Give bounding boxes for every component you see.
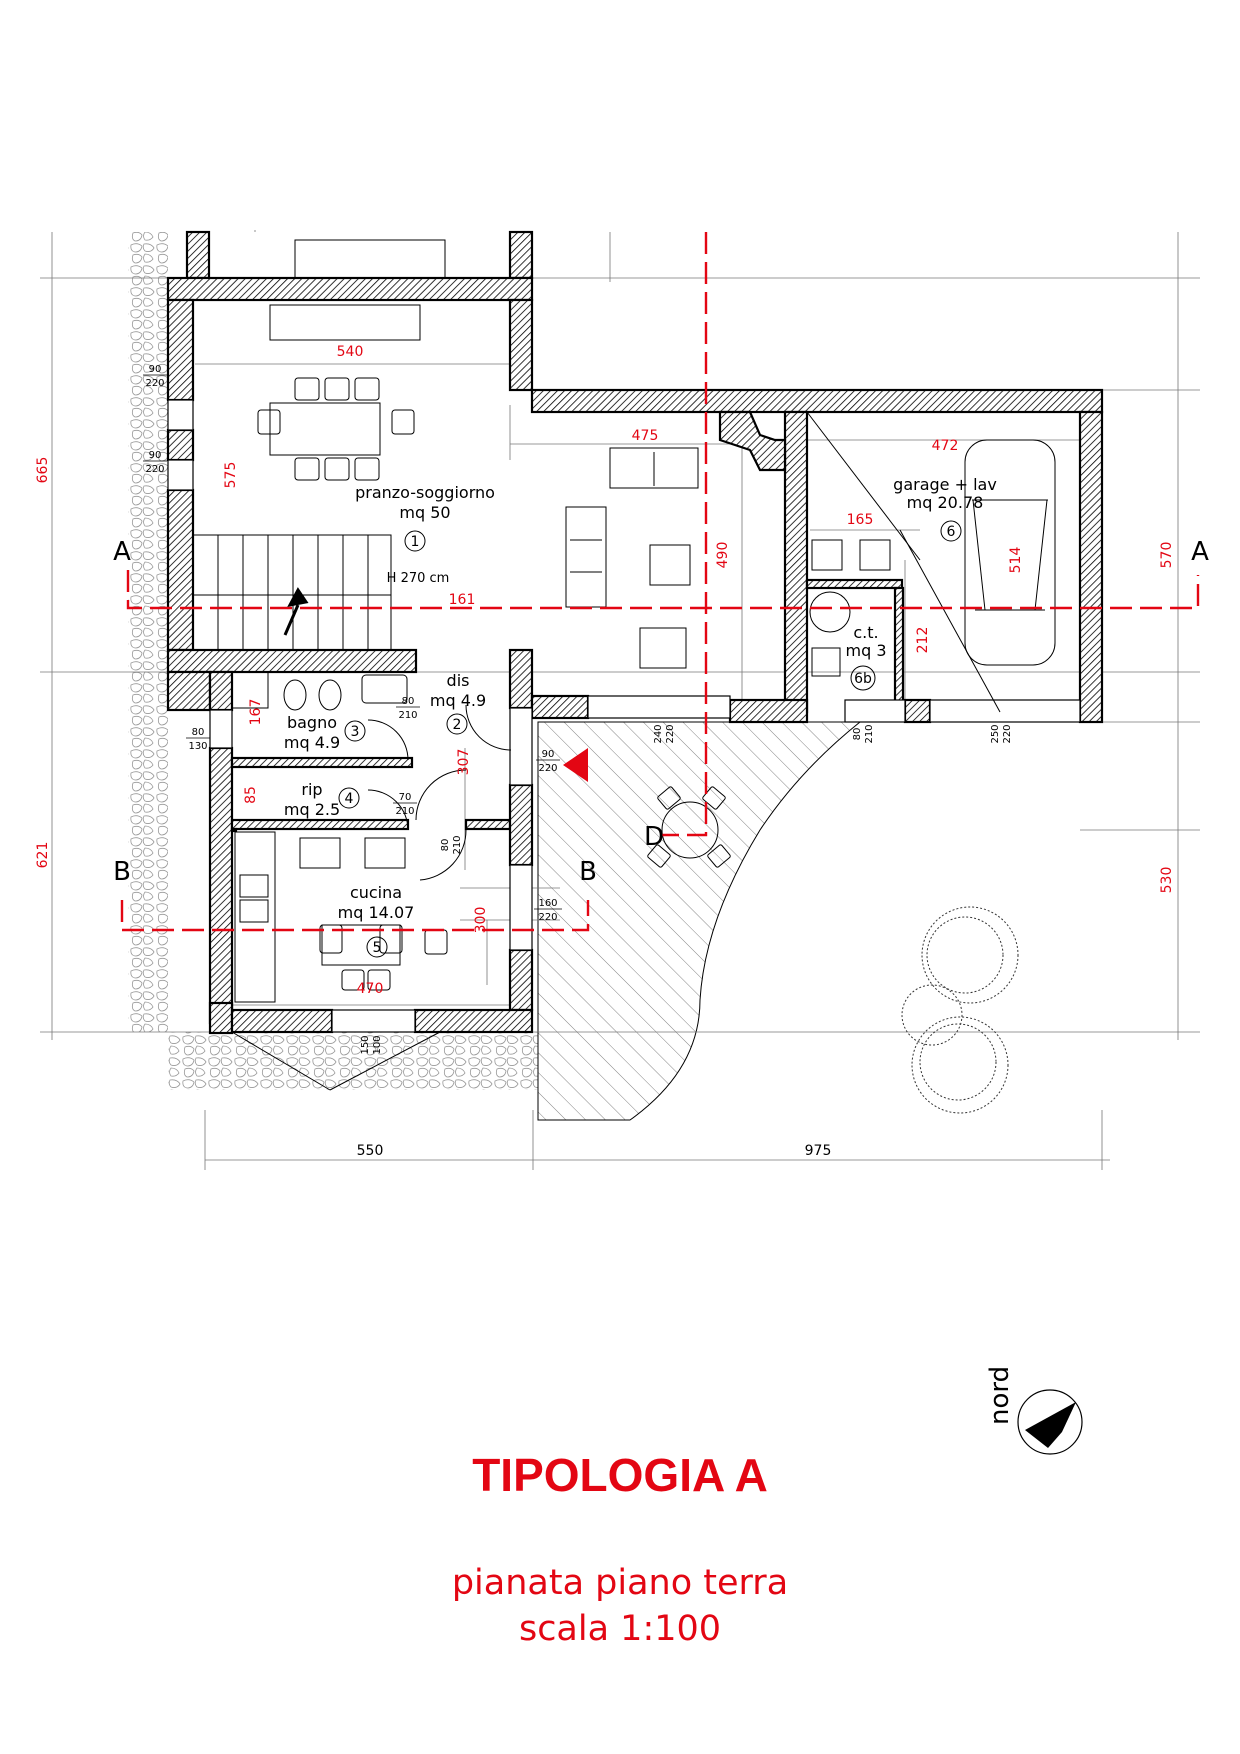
- opening-w: 90: [149, 450, 162, 461]
- stone-wall-bottom: [168, 1032, 538, 1090]
- room-bagno-area: mq 4.9: [284, 733, 340, 752]
- room-dis-name: dis: [447, 671, 470, 690]
- stone-wall-left: [128, 232, 168, 1032]
- room-number-circle: [366, 936, 388, 958]
- section-label-b-left: B: [113, 857, 131, 887]
- opening-w: 80: [852, 728, 863, 741]
- room-cucina-area: mq 14.07: [338, 903, 415, 922]
- room-number: 4: [345, 791, 354, 807]
- stair-arrow: [283, 587, 309, 636]
- drawing-subtitle: pianata piano terra: [451, 1563, 789, 1603]
- section-label-d: D: [644, 822, 664, 852]
- dim-307: 307: [456, 749, 472, 776]
- room-pranzo-name: pranzo-soggiorno: [355, 483, 495, 502]
- room-number-circle: [344, 720, 366, 742]
- dim-550: 550: [357, 1143, 384, 1159]
- opening-w: 70: [399, 792, 412, 803]
- dim-490: 490: [715, 542, 731, 569]
- tree-symbols: [901, 906, 1019, 1114]
- dim-621: 621: [35, 842, 51, 869]
- dim-575: 575: [223, 462, 239, 489]
- section-label-b-right: B: [579, 857, 597, 887]
- room-dis-area: mq 4.9: [430, 691, 486, 710]
- opening-h: 210: [452, 835, 463, 854]
- opening-h: 210: [864, 724, 875, 743]
- dim-212: 212: [915, 627, 931, 654]
- opening-h: 100: [372, 1035, 383, 1054]
- opening-w: 160: [538, 898, 557, 909]
- room-bagno-name: bagno: [287, 713, 337, 732]
- section-label-a-left: A: [113, 537, 131, 567]
- room-rip-area: mq 2.5: [284, 800, 340, 819]
- dim-300: 300: [473, 907, 489, 934]
- opening-h: 210: [395, 806, 414, 817]
- dim-540: 540: [337, 344, 364, 360]
- opening-h: 220: [665, 724, 676, 743]
- room-number: 1: [411, 534, 420, 550]
- furniture: [192, 239, 1056, 1091]
- north-circle: [1017, 1389, 1083, 1455]
- room-pranzo-height: H 270 cm: [387, 571, 450, 586]
- windows: [167, 399, 1081, 1033]
- room-number: 2: [453, 717, 462, 733]
- room-number: 5: [373, 940, 382, 956]
- room-number-circle: [404, 530, 426, 552]
- opening-h: 210: [398, 710, 417, 721]
- dim-470: 470: [357, 981, 384, 997]
- section-label-a-right: A: [1191, 537, 1209, 567]
- room-ct-area: mq 3: [845, 641, 886, 660]
- room-number-circle: [940, 520, 962, 542]
- dim-165: 165: [847, 512, 874, 528]
- opening-w: 90: [149, 364, 162, 375]
- room-number: 6b: [854, 671, 872, 687]
- room-number: 3: [351, 724, 360, 740]
- opening-w: 150: [360, 1035, 371, 1054]
- room-number: 6: [947, 524, 956, 540]
- room-number-circle: [446, 713, 468, 735]
- room-rip-name: rip: [301, 780, 322, 799]
- opening-h: 220: [538, 912, 557, 923]
- opening-w: 80: [192, 727, 205, 738]
- dim-570: 570: [1159, 542, 1175, 569]
- north-arrow-icon: [1025, 1402, 1076, 1448]
- north-label: nord: [985, 1366, 1015, 1425]
- dim-475: 475: [632, 428, 659, 444]
- opening-h: 220: [1002, 724, 1013, 743]
- room-cucina-name: cucina: [350, 883, 402, 902]
- dim-85: 85: [243, 786, 259, 804]
- opening-w: 240: [653, 724, 664, 743]
- opening-w: 80: [440, 839, 451, 852]
- opening-h: 220: [145, 378, 164, 389]
- dim-975: 975: [805, 1143, 832, 1159]
- room-ct-name: c.t.: [853, 623, 878, 642]
- opening-w: 90: [542, 749, 555, 760]
- opening-h: 130: [188, 741, 207, 752]
- entrance-marker: [563, 748, 588, 782]
- walls: [166, 230, 1104, 1035]
- drawing-scale: scala 1:100: [518, 1609, 722, 1649]
- section-lines: [120, 232, 1200, 932]
- opening-w: 80: [402, 696, 415, 707]
- room-garage-area: mq 20.78: [907, 493, 984, 512]
- dim-514: 514: [1008, 547, 1024, 574]
- opening-h: 220: [538, 763, 557, 774]
- room-number-circle: [850, 665, 876, 691]
- terrace-hatch: [537, 721, 862, 1121]
- opening-h: 220: [145, 464, 164, 475]
- room-garage-name: garage + lav: [893, 475, 997, 494]
- dim-472: 472: [932, 438, 959, 454]
- dim-665: 665: [35, 457, 51, 484]
- dim-530: 530: [1159, 867, 1175, 894]
- dim-161: 161: [449, 592, 476, 608]
- drawing-title: TIPOLOGIA A: [472, 1449, 768, 1501]
- opening-w: 250: [990, 724, 1001, 743]
- dim-167: 167: [248, 699, 264, 726]
- room-pranzo-area: mq 50: [399, 503, 450, 522]
- room-number-circle: [338, 787, 360, 809]
